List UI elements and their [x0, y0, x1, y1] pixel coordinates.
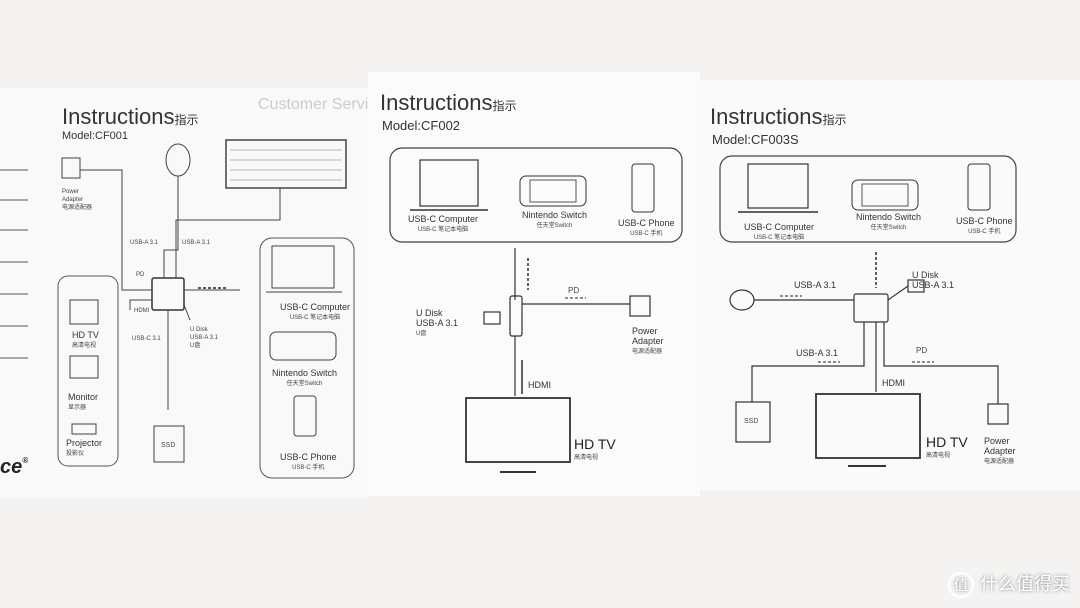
pd-label-cf003s: PD [916, 346, 928, 355]
pd-label-cf002: PD [568, 286, 580, 295]
model-cf001: Model:CF001 [62, 130, 129, 142]
site-watermark: 值什么值得买 [948, 570, 1070, 598]
model-cf003s: Model:CF003S [712, 132, 799, 147]
hdmi-label: HDMI [134, 308, 150, 314]
pd-label: PD [136, 272, 145, 278]
ssd-label-cf003s: SSD [744, 418, 759, 425]
model-cf002: Model:CF002 [382, 118, 461, 133]
usb-c-label: USB-C 3.1 [132, 336, 161, 342]
ssd-label: SSD [161, 442, 176, 449]
usb-a-label-1: USB-A 3.1 [130, 240, 159, 246]
hdmi-label-cf002: HDMI [528, 380, 551, 390]
hdmi-label-cf003s: HDMI [882, 378, 905, 388]
faded-heading: Customer Servi [258, 96, 369, 113]
usb-a-label-2: USB-A 3.1 [182, 240, 211, 246]
manual-panel-cf002 [368, 72, 700, 496]
logo-icon: 值 [948, 572, 974, 598]
manual-panel-cf003s [700, 80, 1080, 490]
title-cf001: Instructions指示 [62, 104, 199, 129]
brand-logo: ce® [0, 456, 29, 478]
title-cf003s: Instructions指示 [710, 104, 847, 129]
usb-a-bottom-cf003s: USB-A 3.1 [796, 348, 839, 358]
usb-a-left-cf003s: USB-A 3.1 [794, 280, 837, 290]
title-cf002: Instructions指示 [380, 90, 517, 115]
